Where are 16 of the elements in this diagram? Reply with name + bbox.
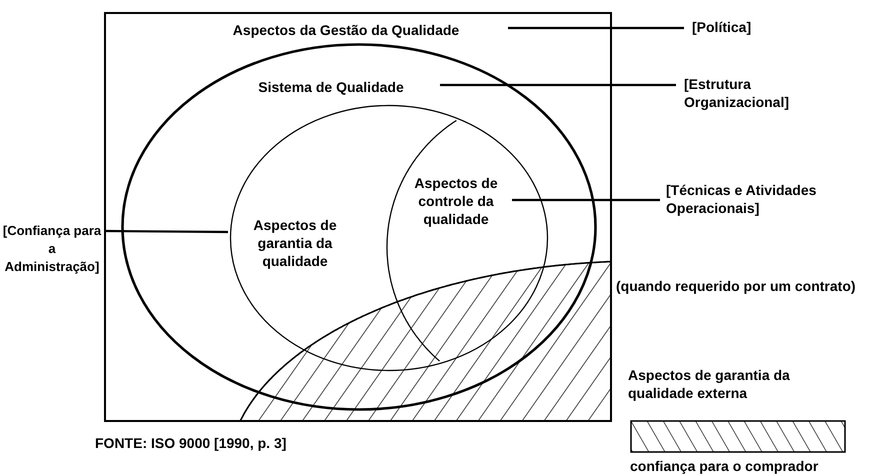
- leader-line: [512, 198, 660, 202]
- source-caption: FONTE: ISO 9000 [1990, p. 3]: [95, 434, 288, 452]
- annotation-text: confiança para o comprador: [630, 457, 820, 475]
- region-title: Aspectos da Gestão da Qualidade: [232, 21, 460, 39]
- annotation-text: [Confiança para a Administração]: [2, 222, 102, 276]
- region-title: Aspectos de garantia da qualidade: [252, 216, 338, 270]
- annotation-text: (quando requerido por um contrato): [616, 277, 857, 295]
- region-title: Aspectos de controle da qualidade: [413, 174, 499, 228]
- annotation-text: [Política]: [692, 18, 752, 36]
- annotation-text: [Técnicas e Atividades Operacionais]: [666, 181, 818, 217]
- annotation-text: [Estrutura Organizacional]: [684, 75, 790, 111]
- region-title: Sistema de Qualidade: [257, 78, 405, 96]
- leader-line: [508, 26, 684, 30]
- legend-label: Aspectos de garantia da qualidade externa: [628, 366, 791, 402]
- leader-line: [440, 84, 676, 86]
- diagram-frame: [104, 12, 612, 422]
